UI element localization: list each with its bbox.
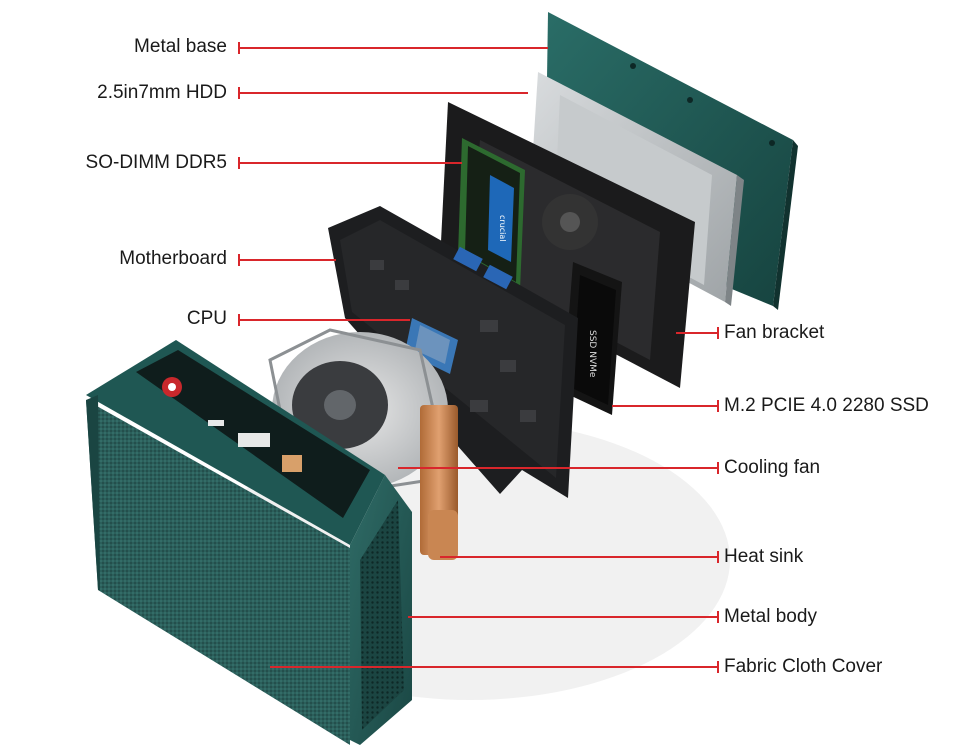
label-metal-body: Metal body xyxy=(724,606,817,627)
label-heat-sink: Heat sink xyxy=(724,546,804,567)
label-so-dimm: SO-DIMM DDR5 xyxy=(85,152,227,173)
ssd-part: SSD NVMe xyxy=(563,262,622,415)
label-cpu: CPU xyxy=(186,308,227,329)
metal-body-part xyxy=(86,340,412,745)
ram-brand-text: crucial xyxy=(498,215,507,242)
label-motherboard: Motherboard xyxy=(119,248,227,269)
label-fabric-cover: Fabric Cloth Cover xyxy=(724,656,883,677)
label-fan-bracket: Fan bracket xyxy=(724,322,825,343)
ram-stick-part: crucial xyxy=(458,138,525,290)
motherboard-part xyxy=(328,206,578,498)
heat-sink-part xyxy=(420,405,458,560)
label-cooling-fan: Cooling fan xyxy=(724,457,821,478)
fabric-cover-part xyxy=(86,395,350,745)
leader-lines xyxy=(238,42,719,673)
label-hdd: 2.5in7mm HDD xyxy=(97,82,227,103)
label-metal-base: Metal base xyxy=(134,36,227,57)
label-ssd: M.2 PCIE 4.0 2280 SSD xyxy=(724,395,929,416)
ssd-label-text: SSD NVMe xyxy=(587,330,597,378)
